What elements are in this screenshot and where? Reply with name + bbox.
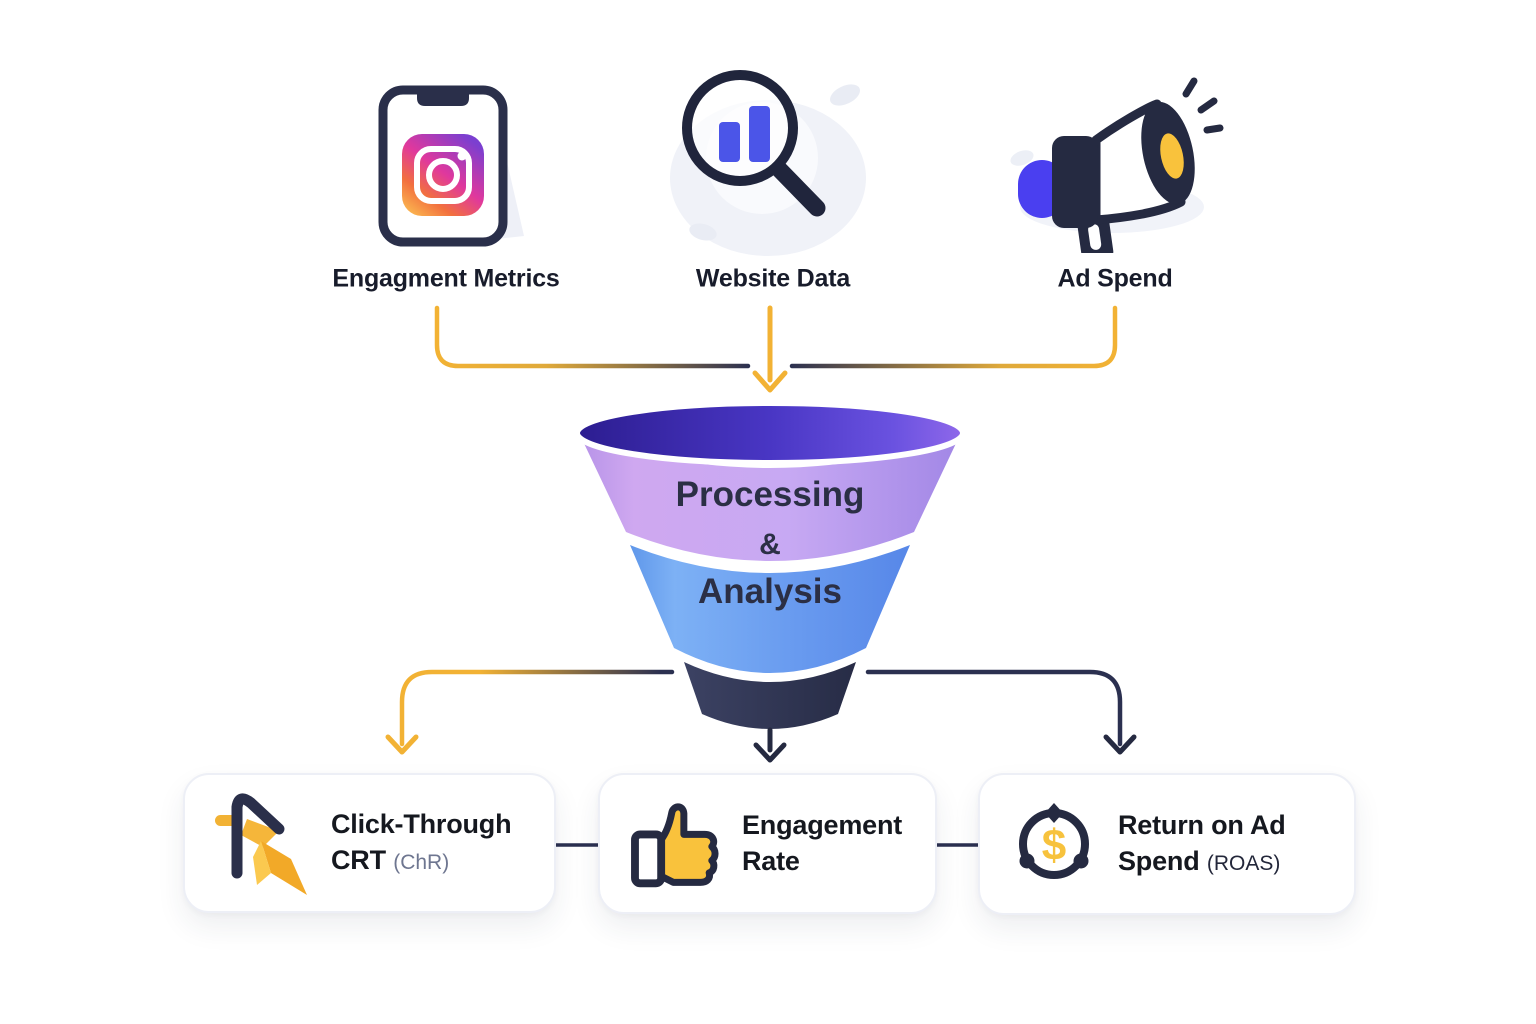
card-ctr-suffix: (ChR): [393, 851, 450, 874]
output-connectors: [385, 669, 1137, 847]
connector-engagement-to-funnel: [434, 305, 751, 369]
card-return-on-ad-spend: $ Return on Ad Spend (ROAS): [978, 773, 1356, 915]
card-engagement-text: Engagement Rate: [742, 808, 902, 879]
card-roas-text: Return on Ad Spend (ROAS): [1118, 808, 1286, 879]
label-engagement-metrics: Engagment Metrics: [332, 264, 560, 293]
label-ad-spend: Ad Spend: [1057, 264, 1173, 293]
card-roas-suffix: (ROAS): [1206, 852, 1281, 875]
arrowhead-engagement: [753, 742, 787, 763]
card-engagement-rate: Engagement Rate: [598, 773, 937, 914]
input-connectors: [434, 305, 1118, 393]
connector-funnel-to-ctr: [399, 669, 675, 747]
cursor-click-icon: [215, 793, 307, 895]
magnifier-bar-chart-icon: [682, 70, 826, 217]
instagram-phone-icon: [378, 85, 508, 247]
card-er-line2: Rate: [742, 845, 800, 876]
funnel-label-line1: Processing: [675, 475, 865, 514]
funnel-band-purple: [581, 437, 959, 561]
dollar-glyph: $: [1042, 821, 1066, 870]
arrowhead-roas: [1103, 734, 1137, 755]
card-roas-line1: Return on Ad: [1118, 810, 1286, 841]
funnel-label-line3: Analysis: [698, 572, 842, 611]
card-click-through-text: Click-Through CRT (ChR): [331, 807, 512, 878]
funnel-stem: [684, 662, 856, 729]
card-ctr-line2: CRT: [331, 845, 386, 875]
funnel-label-line2: &: [759, 528, 781, 561]
funnel-band-blue: [630, 545, 910, 673]
roas-target-icon: $: [1019, 803, 1089, 879]
connector-adspend-to-funnel: [789, 305, 1118, 369]
card-ctr-line1: Click-Through: [331, 809, 512, 840]
thumbs-up-icon: [631, 802, 719, 887]
funnel-shape: [574, 400, 966, 729]
funnel-mouth: [574, 400, 966, 466]
arrowhead-ctr: [385, 734, 419, 755]
connector-funnel-to-roas: [865, 669, 1123, 747]
card-roas-line2: Spend: [1118, 846, 1200, 876]
arrow-website-to-funnel: [752, 305, 788, 393]
card-click-through-rate: Click-Through CRT (ChR): [183, 773, 556, 913]
card-er-line1: Engagement: [742, 809, 903, 840]
label-website-data: Website Data: [695, 264, 851, 293]
megaphone-icon: [1018, 77, 1224, 253]
